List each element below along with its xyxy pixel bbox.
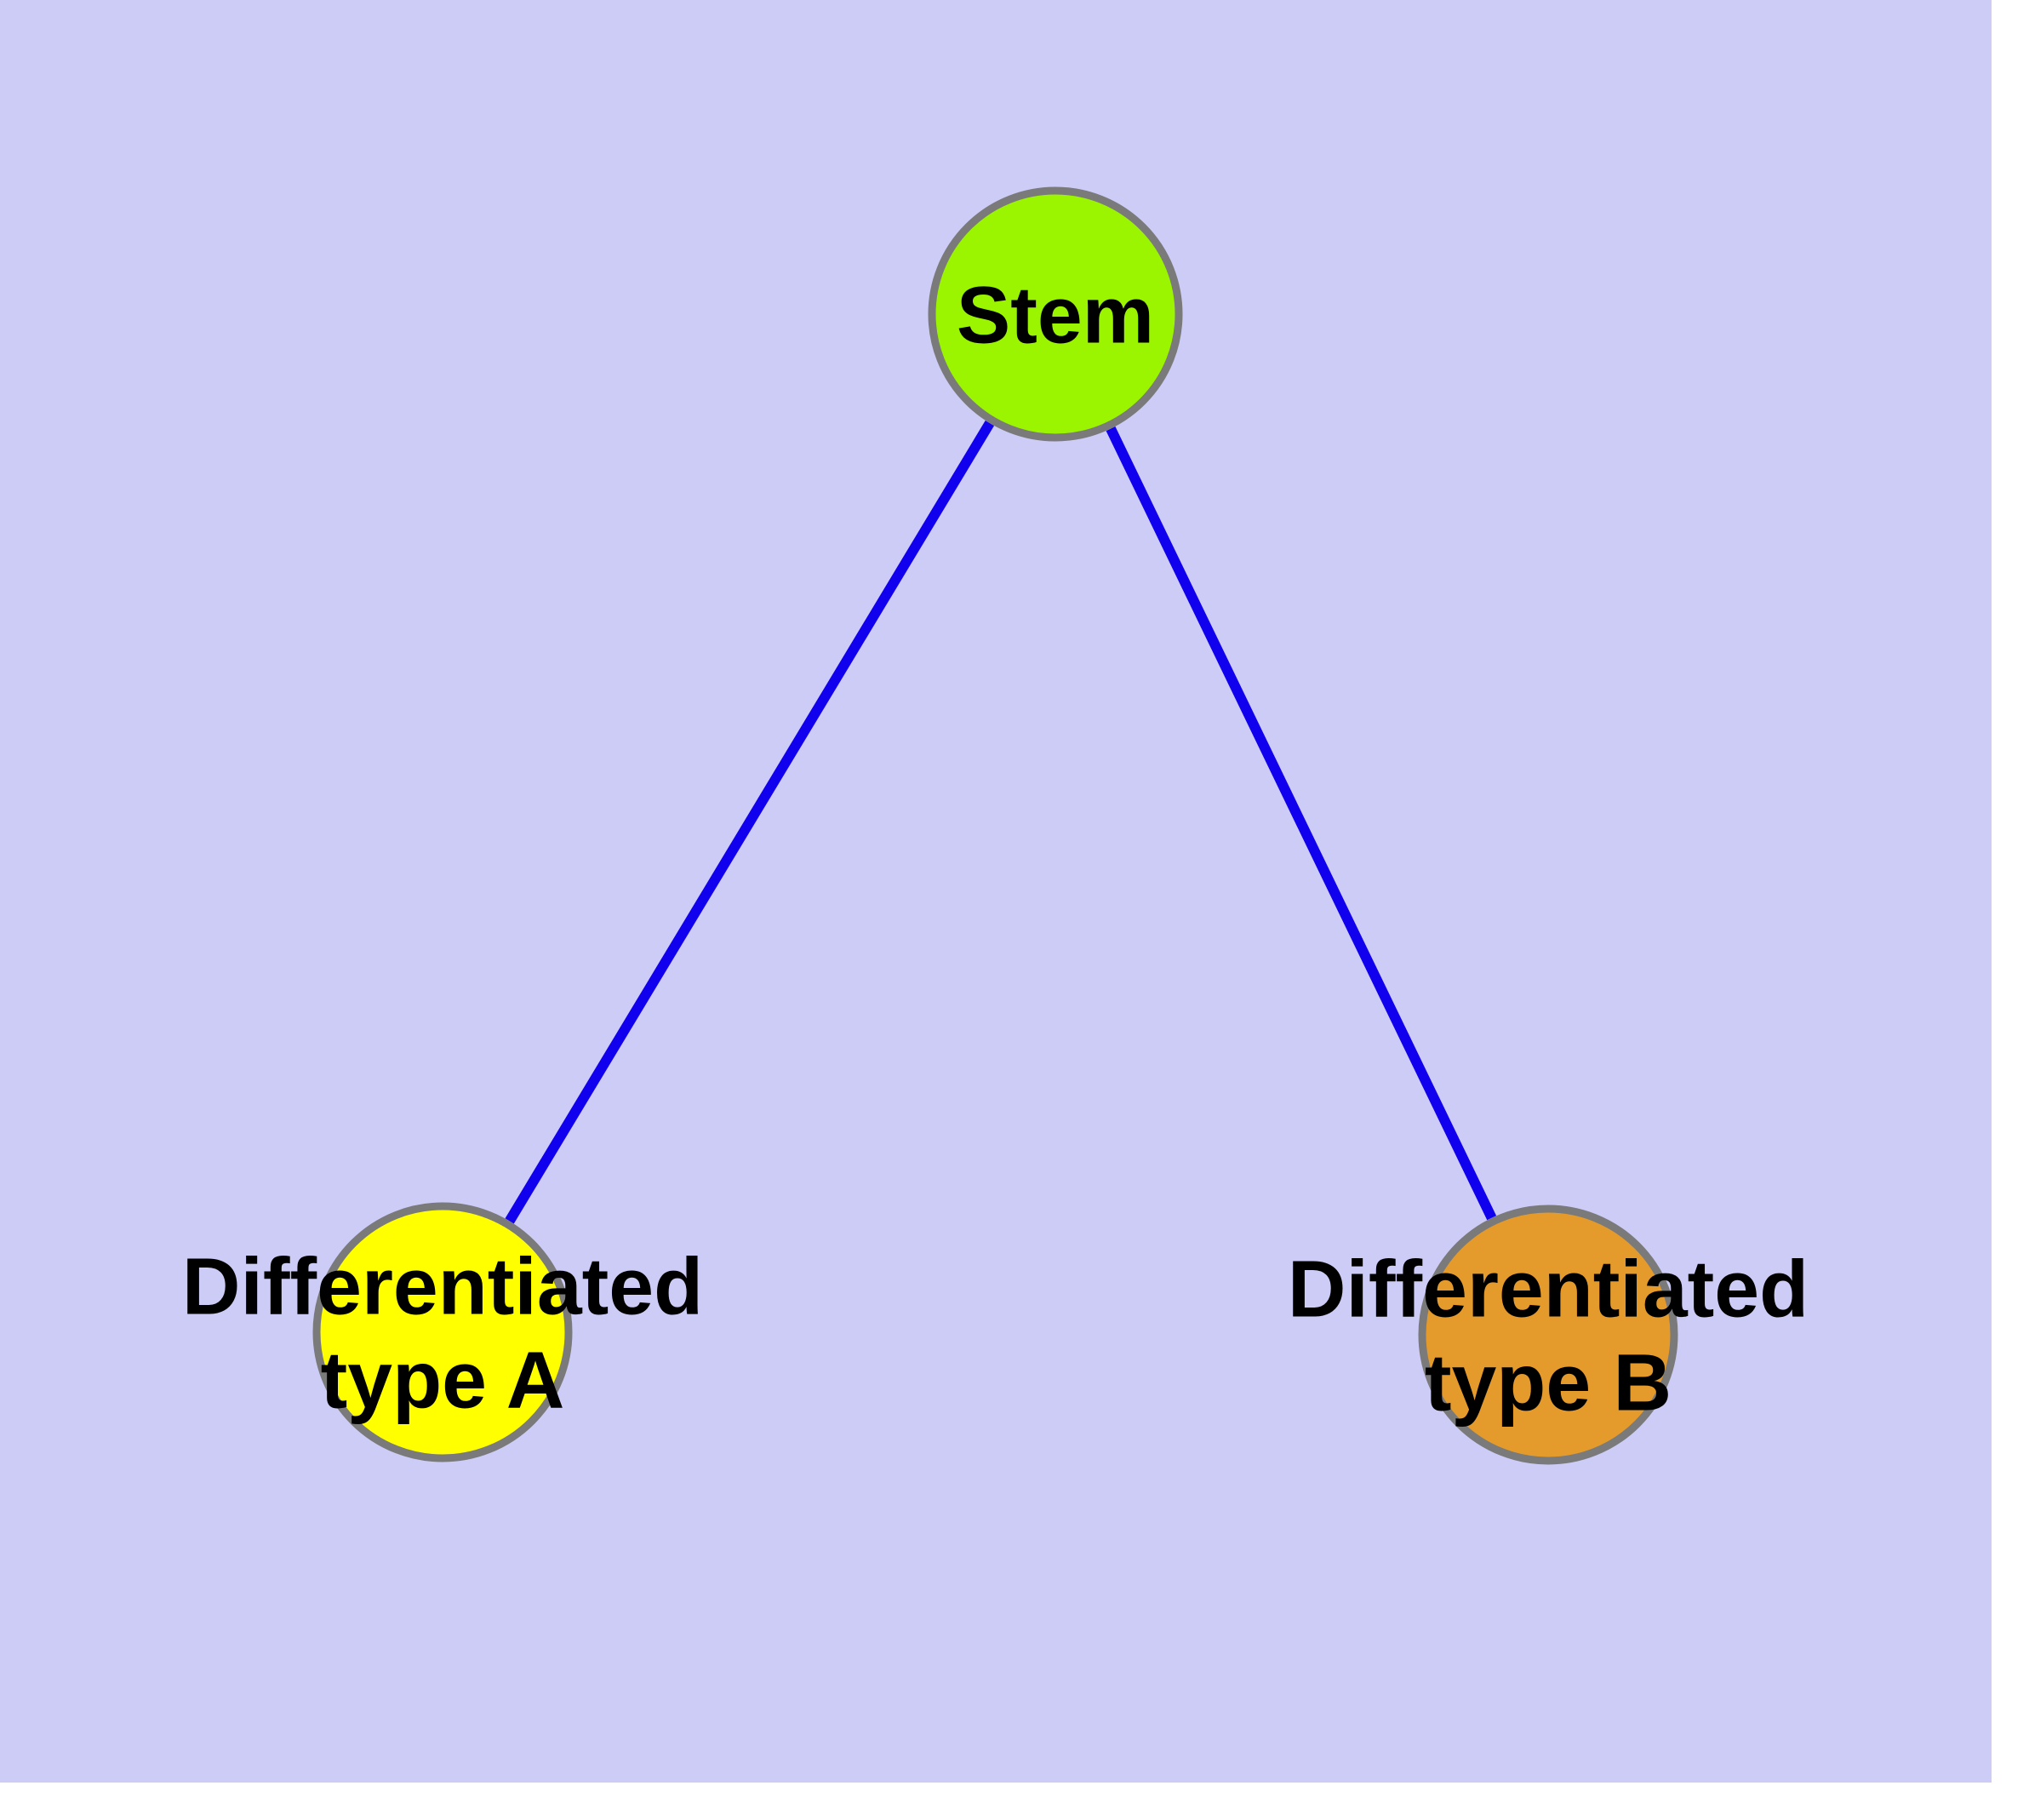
graph-node-label-line: Differentiated — [1288, 1244, 1809, 1334]
graph-node-label-line: type B — [1425, 1337, 1672, 1428]
graph-edge-stem-to-diff_b — [1106, 426, 1497, 1221]
edges-layer — [505, 420, 1497, 1224]
graph-node-label-line: type A — [321, 1335, 565, 1425]
graph-node-label-line: Differentiated — [182, 1241, 703, 1331]
graph-node-label-stem: Stem — [957, 270, 1154, 360]
nodes-layer — [312, 186, 1678, 1465]
graph-edge-stem-to-diff_a — [505, 420, 995, 1224]
graph-node-diff_a[interactable] — [312, 1202, 573, 1462]
graph-node-diff_b[interactable] — [1418, 1205, 1678, 1465]
graph-node-stem[interactable] — [928, 186, 1183, 442]
graph-node-label-line: Stem — [957, 270, 1154, 360]
